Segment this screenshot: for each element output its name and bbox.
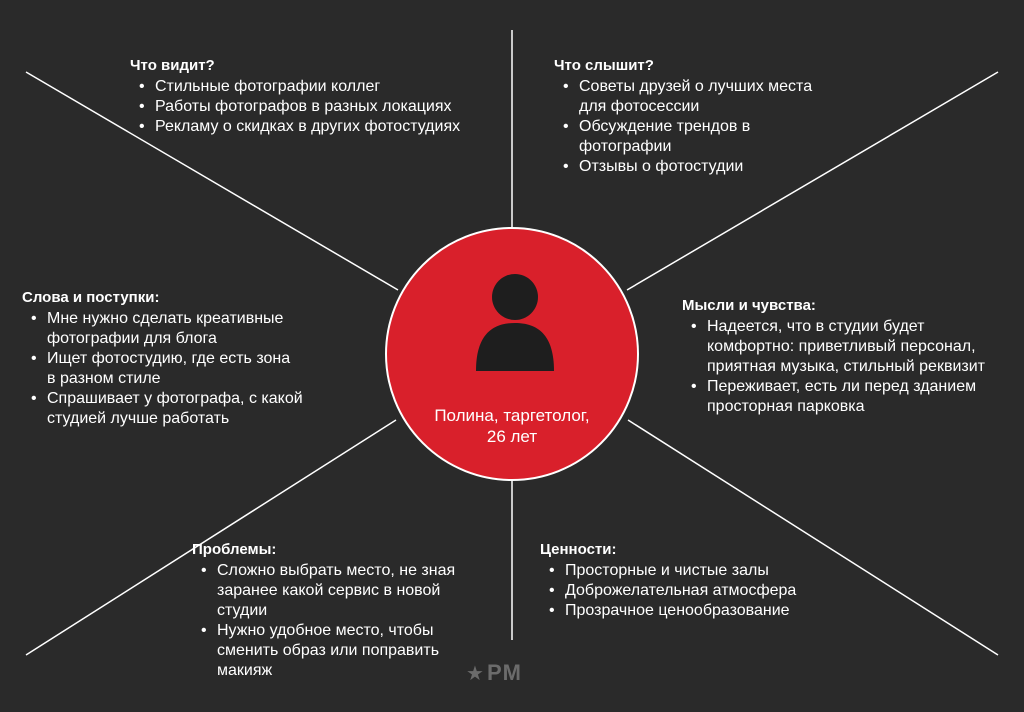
section-title: Что видит? [130,57,215,74]
logo: ★PM [466,660,522,686]
list-item: Сложно выбрать место, не зная заранее ка… [201,561,477,621]
item-list: Просторные и чистые залы Доброжелательна… [540,561,840,621]
section-title: Что слышит? [554,57,654,74]
section-title: Ценности: [540,541,617,558]
persona-name-role: Полина, таргетолог, [434,406,590,425]
persona-label: Полина, таргетолог, 26 лет [387,405,637,447]
list-item: Спрашивает у фотографа, с какой студией … [31,389,337,429]
item-list: Советы друзей о лучших места для фотосес… [554,77,854,177]
list-item: Ищет фотостудию, где есть зона в разном … [31,349,297,389]
divider-top-right [626,71,999,291]
list-item: Работы фотографов в разных локациях [139,97,460,117]
list-item: Нужно удобное место, чтобы сменить образ… [201,621,467,681]
item-list: Сложно выбрать место, не зная заранее ка… [192,561,492,681]
item-list: Мне нужно сделать креативные фотографии … [22,309,342,429]
person-icon [476,274,554,371]
section-says-does: Слова и поступки: Мне нужно сделать креа… [22,288,342,429]
list-item: Стильные фотографии коллег [139,77,460,97]
star-icon: ★ [466,663,485,685]
section-pains: Проблемы: Сложно выбрать место, не зная … [192,540,492,681]
section-title: Проблемы: [192,541,277,558]
list-item: Прозрачное ценообразование [549,601,840,621]
list-item: Обсуждение трендов в фотографии [563,117,769,157]
section-hears: Что слышит? Советы друзей о лучших места… [554,56,854,177]
section-sees: Что видит? Стильные фотографии коллег Ра… [130,56,460,137]
persona-age: 26 лет [486,427,538,446]
divider-bottom-left [25,419,397,656]
list-item: Надеется, что в студии будет комфортно: … [691,317,1007,377]
section-title: Мысли и чувства: [682,297,816,314]
item-list: Надеется, что в студии будет комфортно: … [682,317,1012,417]
list-item: Мне нужно сделать креативные фотографии … [31,309,317,349]
list-item: Доброжелательная атмосфера [549,581,840,601]
section-values: Ценности: Просторные и чистые залы Добро… [540,540,840,621]
list-item: Советы друзей о лучших места для фотосес… [563,77,839,117]
divider-bottom-right [627,419,999,656]
list-item: Отзывы о фотостудии [563,157,854,177]
section-thinks-feels: Мысли и чувства: Надеется, что в студии … [682,296,1012,417]
persona-circle: Полина, таргетолог, 26 лет [385,227,639,481]
list-item: Переживает, есть ли перед зданием просто… [691,377,977,417]
divider-top-left [25,71,399,291]
section-title: Слова и поступки: [22,289,160,306]
logo-text: PM [486,660,522,685]
list-item: Просторные и чистые залы [549,561,840,581]
list-item: Рекламу о скидках в других фотостудиях [139,117,460,137]
item-list: Стильные фотографии коллег Работы фотогр… [130,77,460,137]
